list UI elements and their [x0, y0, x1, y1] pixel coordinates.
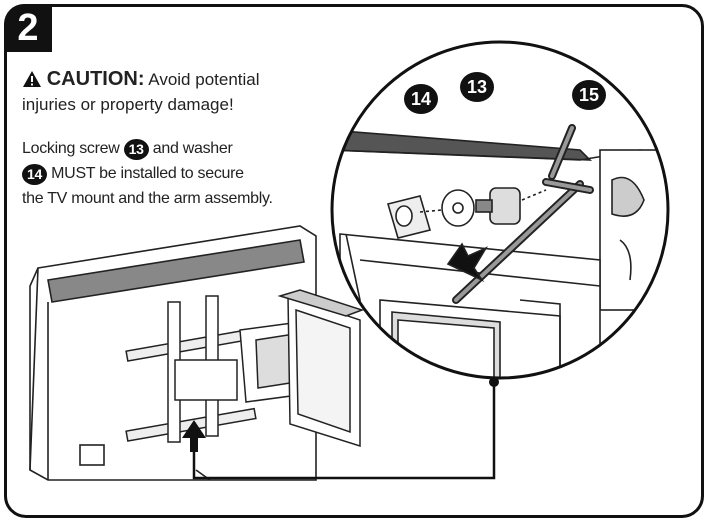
callout-15-hex-key: 15 [572, 80, 606, 110]
leader-line [192, 384, 496, 480]
step-number-badge: 2 [4, 4, 52, 52]
detail-magnification [332, 42, 668, 378]
arm-assembly [239, 289, 365, 448]
instruction-part2: and washer [152, 140, 233, 157]
callout-13-screw: 13 [460, 72, 494, 102]
arrow-icon [182, 420, 206, 452]
caution-notice: CAUTION: Avoid potential injuries or pro… [22, 68, 322, 116]
instruction-text: Locking screw 13 and washer 14 MUST be i… [22, 136, 332, 211]
screw-ref-badge: 13 [123, 139, 149, 160]
callout-14-washer: 14 [404, 84, 438, 114]
caution-heading: CAUTION: [46, 68, 145, 90]
wall-plate-bracket [125, 295, 257, 443]
instruction-part3: MUST be installed to secure [51, 165, 244, 182]
washer-ref-badge: 14 [22, 164, 47, 185]
caution-text-line2: injuries or property damage! [22, 95, 234, 114]
caution-text-line1: Avoid potential [148, 70, 260, 89]
instruction-part1: Locking screw [22, 140, 120, 157]
instruction-part4: the TV mount and the arm assembly. [22, 190, 273, 207]
warning-triangle-icon [22, 70, 42, 94]
